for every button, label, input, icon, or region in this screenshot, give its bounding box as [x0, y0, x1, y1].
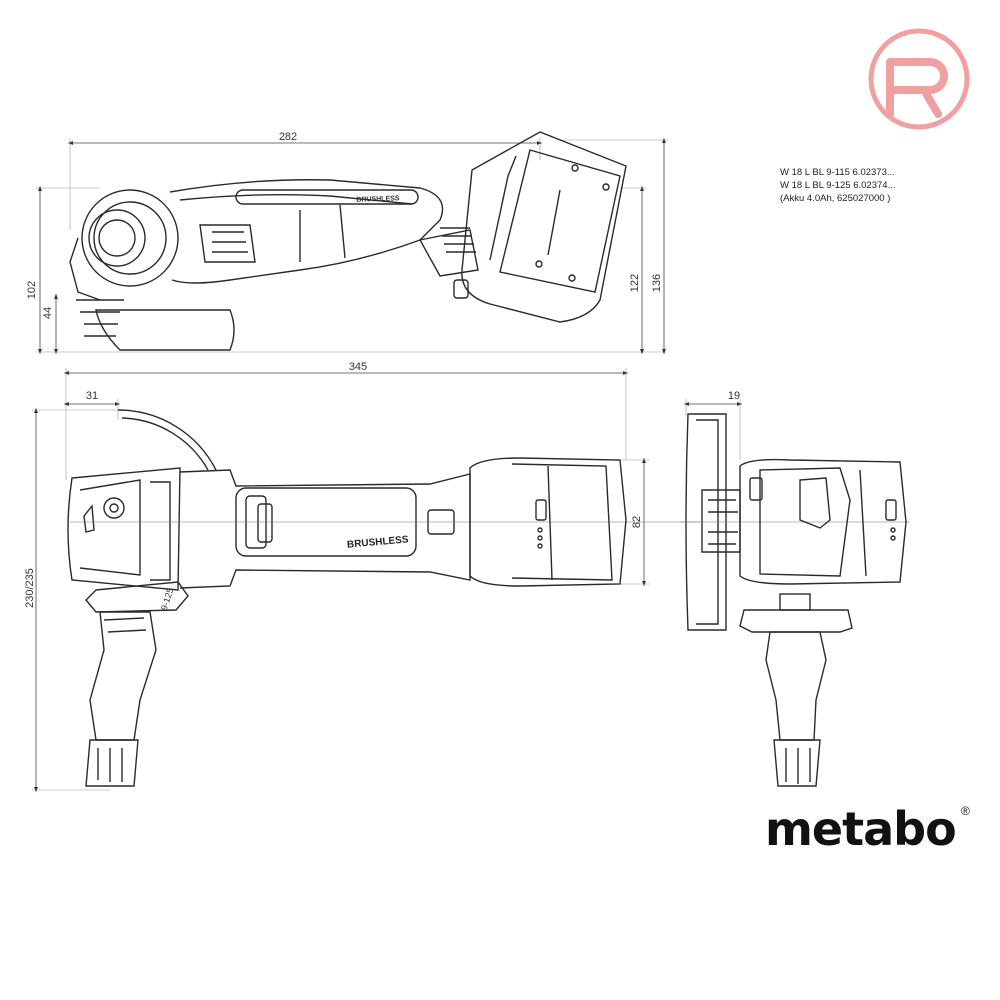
spec-line-2: W 18 L BL 9-125 6.02374...	[780, 180, 896, 191]
brand-logo: metabo ®	[765, 802, 970, 862]
registered-mark: ®	[961, 804, 970, 818]
front-view	[680, 399, 910, 787]
spec-block: W 18 L BL 9-115 6.02373... W 18 L BL 9-1…	[780, 166, 895, 205]
plan-view: BRUSHLESS 9-125	[32, 368, 700, 793]
disc-label-text: 9-125	[159, 587, 176, 612]
dim-345: 345	[349, 361, 367, 373]
brand-name: metabo	[765, 802, 957, 856]
dim-19: 19	[728, 390, 740, 402]
dim-136: 136	[651, 274, 663, 292]
corner-logo	[868, 28, 970, 130]
dim-31: 31	[86, 390, 98, 402]
top-brushless-text: BRUSHLESS	[356, 195, 400, 204]
dim-122: 122	[629, 274, 641, 292]
brushless-text: BRUSHLESS	[347, 534, 410, 550]
dim-44: 44	[42, 307, 54, 319]
spec-line-1: W 18 L BL 9-115 6.02373...	[780, 167, 895, 178]
dim-82: 82	[631, 516, 643, 528]
dim-102: 102	[26, 281, 38, 299]
spec-line-3: (Akku 4.0Ah, 625027000 )	[780, 193, 891, 204]
dim-230-235: 230/235	[24, 568, 36, 608]
top-view: BRUSHLESS	[36, 131, 668, 355]
dim-282: 282	[279, 131, 297, 143]
